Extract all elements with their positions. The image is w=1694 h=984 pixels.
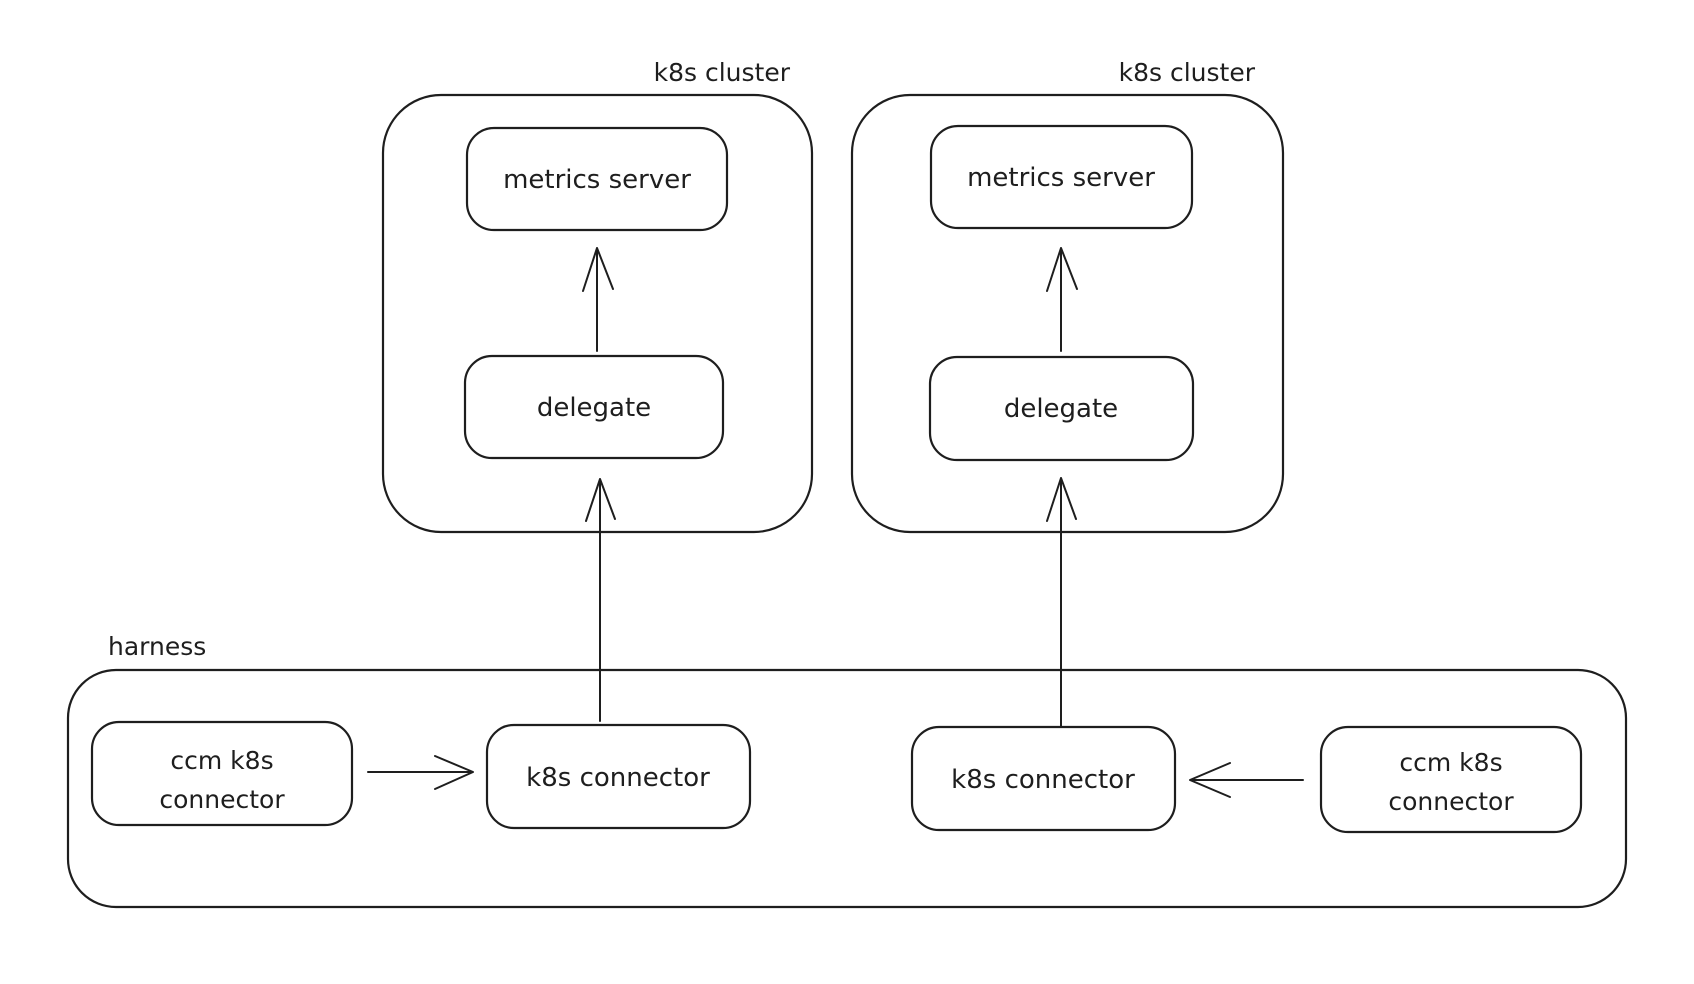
delegate-left-label: delegate (537, 393, 651, 423)
ccm-k8s-connector-right-label-line1: ccm k8s (1399, 748, 1502, 777)
node-ccm-k8s-connector-right: ccm k8s connector (1319, 725, 1583, 834)
node-delegate-right: delegate (928, 355, 1195, 462)
arrow-k8s-connector-to-delegate-right (1046, 477, 1077, 727)
node-metrics-server-right: metrics server (929, 124, 1194, 230)
metrics-server-left-label: metrics server (503, 165, 691, 195)
arrow-delegate-to-metrics-right (1046, 247, 1078, 352)
node-delegate-left: delegate (463, 354, 725, 460)
k8s-connector-left-label: k8s connector (526, 763, 710, 793)
delegate-right-label: delegate (1004, 394, 1118, 424)
ccm-k8s-connector-right-label-line2: connector (1388, 787, 1514, 816)
cluster-left-box (381, 93, 814, 534)
ccm-k8s-connector-left-label-line1: ccm k8s (170, 746, 273, 775)
cluster-left-label: k8s cluster (654, 58, 791, 87)
cluster-right-box (850, 93, 1285, 534)
node-k8s-connector-right: k8s connector (910, 725, 1177, 832)
arrow-k8s-connector-to-delegate-left (585, 478, 616, 722)
arrow-ccm-to-k8s-connector-right (1189, 762, 1304, 798)
k8s-connector-left-box (485, 723, 752, 830)
ccm-k8s-connector-left-box (90, 720, 354, 827)
cluster-left: k8s cluster metrics server delegate (381, 58, 814, 534)
node-ccm-k8s-connector-left: ccm k8s connector (90, 720, 354, 827)
node-k8s-connector-left: k8s connector (485, 723, 752, 830)
delegate-left-box (463, 354, 725, 460)
k8s-connector-right-box (910, 725, 1177, 832)
k8s-connector-right-label: k8s connector (951, 765, 1135, 795)
ccm-k8s-connector-left-label-line2: connector (159, 785, 285, 814)
arrow-delegate-to-metrics-left (582, 247, 614, 352)
metrics-server-left-box (465, 126, 729, 232)
delegate-right-box (928, 355, 1195, 462)
arrow-ccm-to-k8s-connector-left (367, 755, 474, 790)
cluster-right: k8s cluster metrics server delegate (850, 58, 1285, 534)
cluster-right-label: k8s cluster (1119, 58, 1256, 87)
harness-group: harness ccm k8s connector k8s connector … (66, 632, 1628, 909)
metrics-server-right-label: metrics server (967, 163, 1155, 193)
ccm-k8s-connector-right-box (1319, 725, 1583, 834)
harness-label: harness (108, 632, 206, 661)
harness-box (66, 668, 1628, 909)
metrics-server-right-box (929, 124, 1194, 230)
node-metrics-server-left: metrics server (465, 126, 729, 232)
